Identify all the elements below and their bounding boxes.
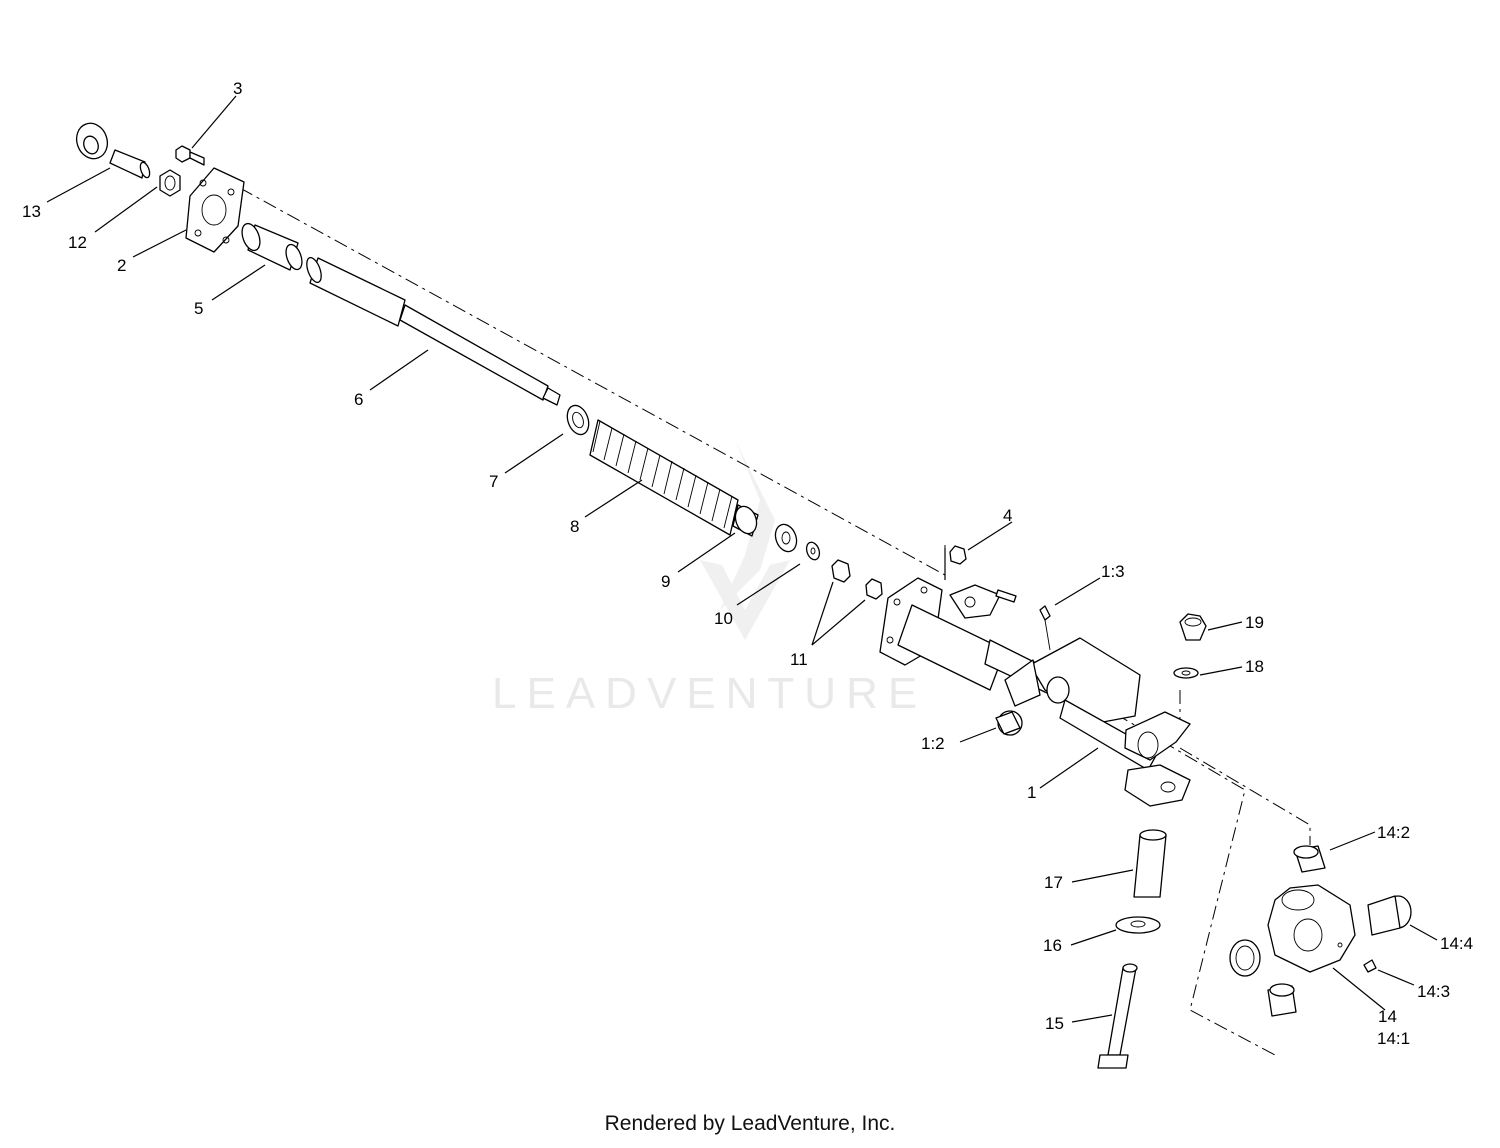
leader-lines: [46, 95, 1438, 1023]
callout-10: 10: [714, 609, 733, 628]
callout-6: 6: [354, 390, 363, 409]
watermark-text: LEADVENTURE: [492, 669, 927, 718]
housing-part-1: [879, 577, 1191, 807]
bushing-part-1-2: [995, 710, 1023, 736]
callout-16: 16: [1043, 936, 1062, 955]
shaft-part-6: [306, 256, 561, 406]
nut-part-11a: [831, 559, 851, 583]
callout-19: 19: [1245, 613, 1264, 632]
callout-14-3: 14:3: [1417, 982, 1450, 1001]
callout-14-1: 14:1: [1377, 1029, 1410, 1048]
callout-11: 11: [790, 650, 808, 669]
callout-13: 13: [22, 202, 41, 221]
washer-part-7: [566, 404, 590, 436]
rod-end-part-13: [75, 122, 151, 179]
spacer-part-17: [1133, 829, 1167, 898]
callout-1-3: 1:3: [1101, 562, 1125, 581]
callout-14-4: 14:4: [1440, 934, 1473, 953]
callout-17: 17: [1044, 873, 1063, 892]
flange-plate-part-2: [185, 167, 245, 253]
yoke-part-14: [1229, 845, 1412, 1017]
callout-5: 5: [194, 299, 203, 318]
callout-4: 4: [1003, 506, 1012, 525]
jam-nut-part-12: [159, 169, 181, 197]
callout-3: 3: [233, 79, 242, 98]
collar-part-9: [732, 504, 759, 537]
footer-credit: Rendered by LeadVenture, Inc.: [604, 1112, 896, 1135]
callout-14: 14: [1378, 1007, 1397, 1026]
callout-labels: 3 13 12 2 5 6 7 8 9 10 11 4 1:3 19 18 1:…: [22, 79, 1473, 1048]
callout-7: 7: [489, 472, 498, 491]
callout-2: 2: [117, 256, 126, 275]
callout-9: 9: [661, 572, 670, 591]
washer-part-18: [1173, 667, 1199, 679]
bolt-part-15: [1097, 963, 1138, 1069]
nut-part-4: [949, 545, 967, 565]
nut-part-11b: [865, 578, 883, 600]
bolt-part-3: [175, 145, 205, 166]
washer-part-16: [1115, 916, 1161, 934]
callout-1-2: 1:2: [921, 734, 945, 753]
washer-part-10: [805, 541, 821, 561]
callout-12: 12: [68, 233, 87, 252]
callout-14-2: 14:2: [1377, 823, 1410, 842]
bushing-part-5: [241, 222, 303, 271]
washer-part-9b: [774, 523, 798, 553]
callout-15: 15: [1045, 1014, 1064, 1033]
callout-18: 18: [1245, 657, 1264, 676]
leadventure-watermark: LEADVENTURE: [492, 440, 927, 718]
locknut-part-19: [1179, 613, 1207, 641]
spring-part-8: [589, 419, 739, 536]
callout-8: 8: [570, 517, 579, 536]
callout-1: 1: [1027, 783, 1036, 802]
